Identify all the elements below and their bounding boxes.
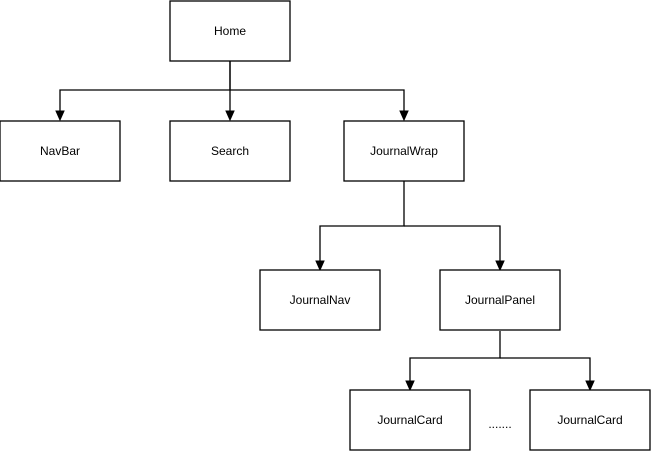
node-box — [343, 120, 465, 182]
node-label: JournalCard — [377, 413, 442, 427]
node-journalcard-2: JournalCard — [529, 389, 651, 451]
node-box — [439, 269, 561, 331]
arrow-head — [399, 110, 409, 122]
edge-journalwrap-journalpanel — [404, 225, 501, 262]
ellipsis-label: ....... — [488, 417, 511, 431]
node-search: Search — [169, 120, 291, 182]
node-label: JournalPanel — [465, 293, 535, 307]
edges — [55, 61, 595, 392]
node-box — [169, 0, 291, 62]
node-label: JournalWrap — [370, 144, 438, 158]
node-box — [259, 269, 381, 331]
edge-journalpanel-journalcard-2 — [500, 357, 591, 382]
node-navbar: NavBar — [0, 120, 121, 182]
arrow-head — [315, 260, 325, 272]
edge-home-journalwrap — [230, 89, 405, 112]
node-box — [529, 389, 651, 451]
node-journalpanel: JournalPanel — [439, 269, 561, 331]
node-journalcard-1: JournalCard — [349, 389, 471, 451]
edge-home-navbar — [59, 61, 231, 112]
arrow-head — [55, 110, 65, 122]
node-box — [169, 120, 291, 182]
node-home: Home — [169, 0, 291, 62]
arrow-head — [585, 380, 595, 392]
edge-journalpanel-journalcard-1 — [409, 331, 501, 382]
node-label: NavBar — [40, 144, 80, 158]
node-journalwrap: JournalWrap — [343, 120, 465, 182]
node-label: JournalCard — [557, 413, 622, 427]
edge-journalwrap-journalnav — [319, 181, 405, 262]
arrow-head — [495, 260, 505, 272]
node-label: JournalNav — [290, 293, 351, 307]
node-label: Search — [211, 144, 249, 158]
node-journalnav: JournalNav — [259, 269, 381, 331]
node-box — [349, 389, 471, 451]
arrow-head — [405, 380, 415, 392]
arrow-head — [225, 110, 235, 122]
node-box — [0, 120, 121, 182]
node-label: Home — [214, 24, 246, 38]
